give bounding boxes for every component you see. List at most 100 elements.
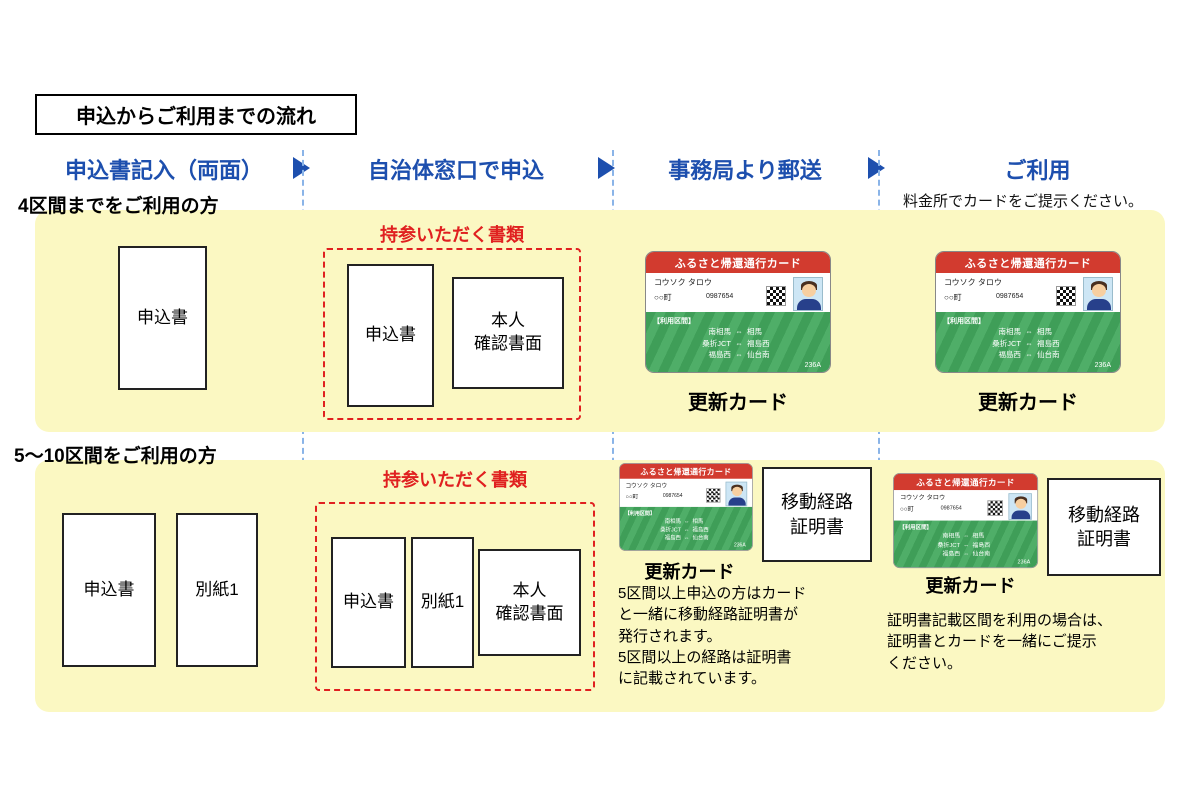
route-arrow-icon: ⇔ — [683, 517, 690, 525]
card-town: ○○町 — [625, 493, 639, 500]
card-info-area: コウソク タロウ ○○町 0987654 — [646, 273, 830, 312]
card-route-area: 【利用区間】 南相馬 ⇔ 相馬 桑折JCT ⇔ 福島西 福島西 ⇔ 仙台南 — [893, 520, 1038, 568]
route-to: 仙台南 — [1037, 350, 1060, 360]
route-from: 桑折JCT — [992, 338, 1021, 348]
step-4-label: ご利用 — [1004, 158, 1071, 183]
photo-icon — [1083, 277, 1113, 311]
identity-document-box: 本人 確認書面 — [452, 277, 564, 389]
route-from: 桑折JCT — [937, 541, 961, 549]
card-info-area: コウソク タロウ ○○町 0987654 — [619, 478, 753, 507]
photo-suit — [797, 299, 821, 310]
card-number: 0987654 — [996, 293, 1024, 300]
application-form-box: 申込書 — [118, 246, 207, 390]
qr-code-icon — [1056, 286, 1076, 306]
route-to: 相馬 — [1037, 327, 1052, 336]
route-from: 福島西 — [998, 350, 1022, 360]
card-town: ○○町 — [900, 505, 914, 513]
card-route-area: 【利用区間】 南相馬 ⇔ 相馬 桑折JCT ⇔ 福島西 福島西 ⇔ 仙台南 — [646, 312, 830, 372]
qr-code-icon — [766, 286, 786, 306]
application-form-box: 申込書 — [62, 513, 156, 667]
route-arrow-icon: ⇔ — [963, 532, 970, 540]
route-to: 福島西 — [972, 541, 991, 549]
photo-face — [802, 284, 816, 297]
bring-documents-title: 持参いただく書類 — [380, 225, 524, 245]
photo-face — [1015, 498, 1027, 509]
arrow-right-icon — [293, 157, 310, 179]
card-route-list: 南相馬 ⇔ 相馬 桑折JCT ⇔ 福島西 福島西 ⇔ 仙台南 — [966, 326, 1092, 361]
card-route: 桑折JCT ⇔ 福島西 — [676, 338, 802, 350]
card-route: 桑折JCT ⇔ 福島西 — [966, 338, 1092, 350]
photo-face — [1092, 284, 1106, 297]
certificate-usage-note: 証明書記載区間を利用の場合は、 証明書とカードを一緒にご提示 ください。 — [887, 612, 1113, 672]
route-arrow-icon: ⇔ — [735, 350, 743, 360]
route-from: 南相馬 — [998, 327, 1022, 336]
application-form-box: 申込書 — [331, 537, 406, 668]
route-arrow-icon: ⇔ — [683, 534, 690, 541]
route-to: 相馬 — [972, 532, 985, 540]
card-title: ふるさと帰還通行カード — [893, 473, 1038, 491]
qr-code-icon — [706, 488, 721, 503]
card-section-label: 【利用区間】 — [899, 525, 932, 531]
card-route-list: 南相馬 ⇔ 相馬 桑折JCT ⇔ 福島西 福島西 ⇔ 仙台南 — [917, 532, 1015, 559]
route-to: 福島西 — [747, 338, 770, 348]
card-route: 福島西 ⇔ 仙台南 — [917, 550, 1015, 559]
card-holder-name: コウソク タロウ — [625, 482, 668, 489]
card-holder-name: コウソク タロウ — [900, 494, 946, 502]
route-from: 桑折JCT — [702, 338, 731, 348]
arrow-right-icon — [868, 157, 885, 179]
card-route-list: 南相馬 ⇔ 相馬 桑折JCT ⇔ 福島西 福島西 ⇔ 仙台南 — [641, 517, 732, 542]
route-certificate-box: 移動経路 証明書 — [1047, 478, 1161, 576]
row1-label: 4区間までをご利用の方 — [18, 196, 219, 217]
route-from: 南相馬 — [942, 532, 961, 540]
certificate-issue-note: 5区間以上申込の方はカード と一緒に移動経路証明書が 発行されます。 5区間以上… — [618, 585, 807, 688]
bring-documents-title: 持参いただく書類 — [383, 470, 527, 490]
card-code: 236A — [1017, 559, 1031, 566]
toll-card: ふるさと帰還通行カード コウソク タロウ ○○町 0987654 【利用区間】 … — [893, 473, 1039, 569]
route-arrow-icon: ⇔ — [735, 327, 743, 336]
card-route-area: 【利用区間】 南相馬 ⇔ 相馬 桑折JCT ⇔ 福島西 福島西 ⇔ 仙台南 — [936, 312, 1120, 372]
card-number: 0987654 — [706, 293, 734, 300]
card-route: 福島西 ⇔ 仙台南 — [641, 534, 732, 542]
card-section-label: 【利用区間】 — [624, 511, 655, 517]
attachment1-box: 別紙1 — [176, 513, 258, 667]
route-to: 相馬 — [747, 327, 762, 336]
card-route: 桑折JCT ⇔ 福島西 — [917, 541, 1015, 550]
route-to: 仙台南 — [972, 550, 991, 558]
card-route: 南相馬 ⇔ 相馬 — [641, 517, 732, 525]
card-section-label: 【利用区間】 — [653, 318, 695, 325]
card-title: ふるさと帰還通行カード — [619, 463, 753, 479]
renewal-card: ふるさと帰還通行カード コウソク タロウ ○○町 0987654 【利用区間】 … — [893, 473, 1039, 569]
card-title: ふるさと帰還通行カード — [936, 252, 1120, 273]
route-from: 福島西 — [664, 534, 681, 541]
toll-card: ふるさと帰還通行カード コウソク タロウ ○○町 0987654 【利用区間】 … — [645, 251, 831, 373]
card-route-area: 【利用区間】 南相馬 ⇔ 相馬 桑折JCT ⇔ 福島西 福島西 ⇔ 仙台南 — [619, 506, 753, 551]
route-to: 相馬 — [692, 517, 704, 525]
step-1-label: 申込書記入（両面） — [64, 158, 263, 183]
bring-documents-outline — [323, 248, 581, 420]
card-route: 福島西 ⇔ 仙台南 — [676, 349, 802, 361]
arrow-right-icon — [598, 157, 615, 179]
renewal-card-caption: 更新カード — [644, 562, 735, 582]
card-route-list: 南相馬 ⇔ 相馬 桑折JCT ⇔ 福島西 福島西 ⇔ 仙台南 — [676, 326, 802, 361]
route-arrow-icon: ⇔ — [963, 550, 970, 558]
card-info-area: コウソク タロウ ○○町 0987654 — [936, 273, 1120, 312]
route-arrow-icon: ⇔ — [735, 338, 743, 348]
route-from: 桑折JCT — [660, 526, 681, 533]
card-number: 0987654 — [662, 493, 683, 499]
renewal-card: ふるさと帰還通行カード コウソク タロウ ○○町 0987654 【利用区間】 … — [645, 251, 831, 373]
route-to: 仙台南 — [692, 534, 709, 541]
renewal-card-caption: 更新カード — [688, 392, 788, 414]
card-town: ○○町 — [654, 293, 672, 302]
toll-card: ふるさと帰還通行カード コウソク タロウ ○○町 0987654 【利用区間】 … — [619, 463, 753, 551]
renewal-card-caption: 更新カード — [978, 392, 1078, 414]
route-arrow-icon: ⇔ — [963, 541, 970, 549]
photo-suit — [1011, 510, 1031, 520]
renewal-card: ふるさと帰還通行カード コウソク タロウ ○○町 0987654 【利用区間】 … — [935, 251, 1121, 373]
card-code: 236A — [804, 362, 821, 369]
route-arrow-icon: ⇔ — [683, 526, 690, 533]
diagram-title: 申込からご利用までの流れ — [35, 94, 357, 135]
renewal-card: ふるさと帰還通行カード コウソク タロウ ○○町 0987654 【利用区間】 … — [619, 463, 753, 551]
photo-suit — [728, 497, 746, 506]
route-to: 仙台南 — [747, 350, 770, 360]
